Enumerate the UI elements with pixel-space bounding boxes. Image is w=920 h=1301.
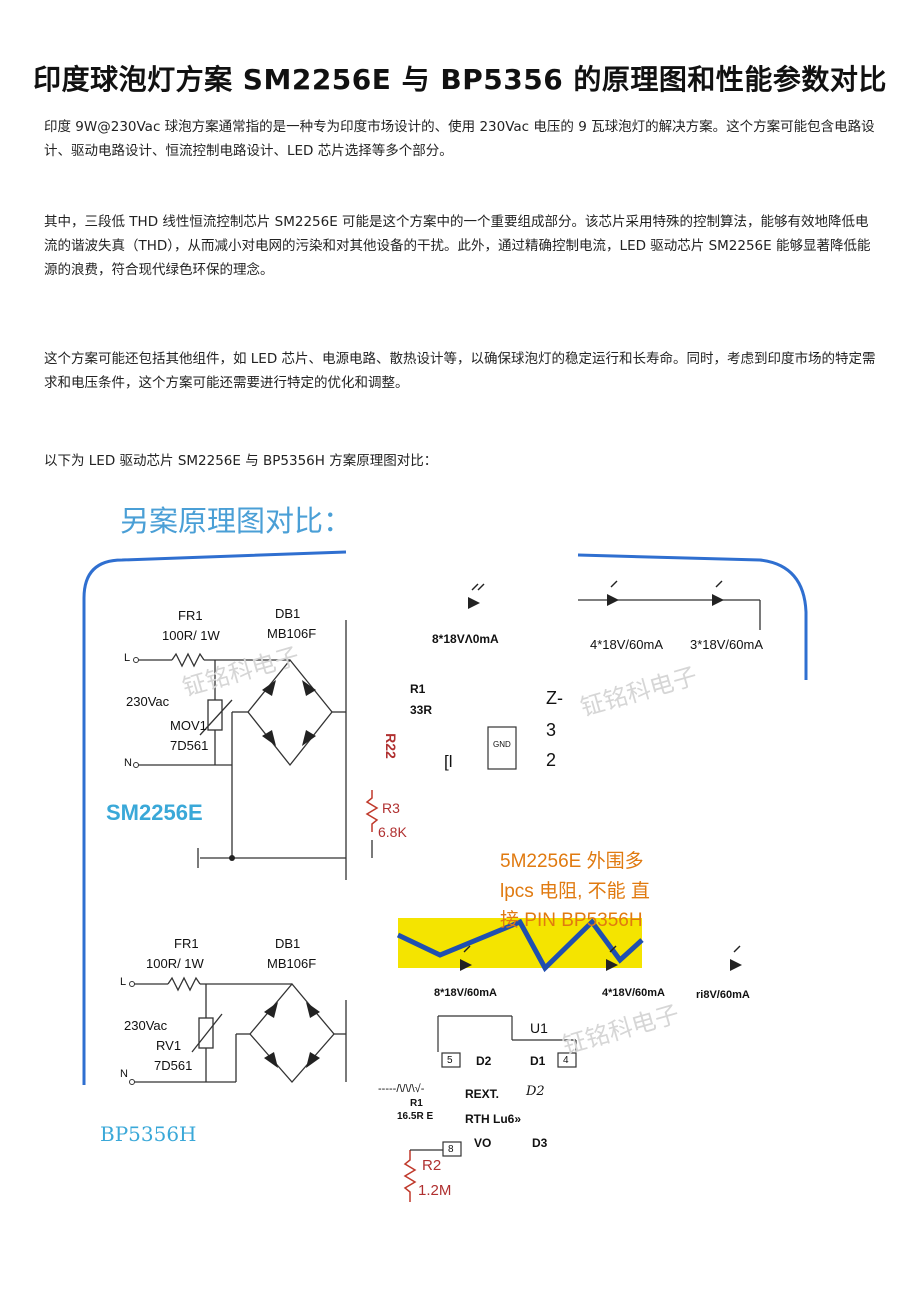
top-db1-part: MB106F <box>267 626 317 641</box>
bottom-led-icons <box>460 945 742 971</box>
top-bridge-diodes <box>262 680 316 746</box>
waveform-line <box>396 918 644 973</box>
paragraph-4: 以下为 LED 驱动芯片 SM2256E 与 BP5356H 方案原理图对比： <box>44 453 438 469</box>
bracket-label: [l <box>444 752 453 771</box>
note-line-1: 5M2256E 外围多 <box>500 851 644 872</box>
bottom-r1-label: R1 <box>410 1098 423 1109</box>
bottom-db1-label: DB1 <box>275 936 301 951</box>
r2-label: R2 <box>422 1157 442 1174</box>
top-fr1-value: 100R/ 1W <box>162 628 220 643</box>
z-char-2: 3 <box>546 720 557 740</box>
top-led-icons <box>468 580 724 609</box>
bottom-circuit <box>134 976 347 1083</box>
bottom-chip-label: BP5356H <box>100 1122 197 1146</box>
bottom-r1-value: 16.5R E <box>397 1111 434 1122</box>
d1-label: D1 <box>530 1054 546 1068</box>
bottom-fr1-label: FR1 <box>174 936 199 951</box>
d3-label: D3 <box>532 1136 548 1150</box>
top-mov-label: MOV1 <box>170 718 207 733</box>
top-l-label: L <box>124 652 131 664</box>
top-r3-label: R3 <box>382 800 400 816</box>
document-title: 印度球泡灯方案 SM2256E 与 BP5356 的原理图和性能参数对比 <box>33 63 887 96</box>
bottom-led3-label: ri8V/60mA <box>696 989 750 1001</box>
rext-label: REXT. <box>465 1087 500 1101</box>
top-mov-part: 7D561 <box>170 738 209 753</box>
vo-label: VO <box>474 1136 492 1150</box>
r3-resistor-icon <box>365 790 379 832</box>
pin5-label: 5 <box>447 1055 453 1066</box>
rth-label: RTH Lu6» <box>465 1112 522 1126</box>
paragraph-3: 这个方案可能还包括其他组件，如 LED 芯片、电源电路、散热设计等，以确保球泡灯… <box>44 351 876 391</box>
z-char-1: Z- <box>546 688 563 708</box>
bottom-led2-label: 4*18V/60mA <box>602 987 665 999</box>
r2-value: 1.2M <box>418 1182 452 1199</box>
u1-chip <box>437 1015 577 1157</box>
top-db1-label: DB1 <box>275 606 301 621</box>
bottom-l-label: L <box>120 976 127 988</box>
top-r1-label: R1 <box>410 682 426 696</box>
bottom-bridge-diodes <box>264 1002 320 1068</box>
bottom-rv-part: 7D561 <box>154 1058 193 1073</box>
top-led2-label: 4*18V/60mA <box>590 637 663 652</box>
note-line-2: lpcs 电阻, 不能 直 <box>500 881 650 902</box>
bottom-led1-label: 8*18V/60mA <box>434 987 497 999</box>
d2-italic-label: D2 <box>526 1084 545 1099</box>
frame-right <box>577 553 808 680</box>
note-line-3: 接 PIN BP5356H <box>500 910 643 931</box>
bottom-vac-label: 230Vac <box>124 1018 168 1033</box>
pin4-label: 4 <box>563 1055 569 1066</box>
d2-label: D2 <box>476 1054 492 1068</box>
top-led-chain <box>578 599 761 630</box>
top-n-label: N <box>124 757 132 769</box>
bottom-db1-part: MB106F <box>267 956 317 971</box>
paragraph-2: 其中，三段低 THD 线性恒流控制芯片 SM2256E 可能是这个方案中的一个重… <box>44 214 871 278</box>
top-r1-value: 33R <box>410 703 433 717</box>
gnd-box <box>487 726 517 770</box>
gnd-label: GND <box>493 740 511 749</box>
pin8-label: 8 <box>448 1144 454 1155</box>
z-char-3: 2 <box>546 750 557 770</box>
top-fr1-label: FR1 <box>178 608 203 623</box>
figure-heading: 另案原理图对比： <box>120 504 353 538</box>
r2-resistor-icon <box>403 1150 417 1202</box>
frame-left <box>82 550 347 1085</box>
top-circuit <box>138 620 347 880</box>
paragraph-1: 印度 9W@230Vac 球泡方案通常指的是一种专为印度市场设计的、使用 230… <box>44 119 875 159</box>
bottom-n-label: N <box>120 1068 128 1080</box>
top-chip-label: SM2256E <box>106 800 203 825</box>
top-led1-label: 8*18VΛ0mA <box>432 632 499 646</box>
r1-zigzag: -----/\/\/\√- <box>378 1083 425 1095</box>
top-vac-label: 230Vac <box>126 694 170 709</box>
top-r22-label: R22 <box>382 733 399 759</box>
top-led3-label: 3*18V/60mA <box>690 637 763 652</box>
top-r3-value: 6.8K <box>378 824 407 840</box>
bottom-fr1-value: 100R/ 1W <box>146 956 204 971</box>
bottom-rv-label: RV1 <box>156 1038 182 1053</box>
u1-label: U1 <box>530 1020 548 1036</box>
